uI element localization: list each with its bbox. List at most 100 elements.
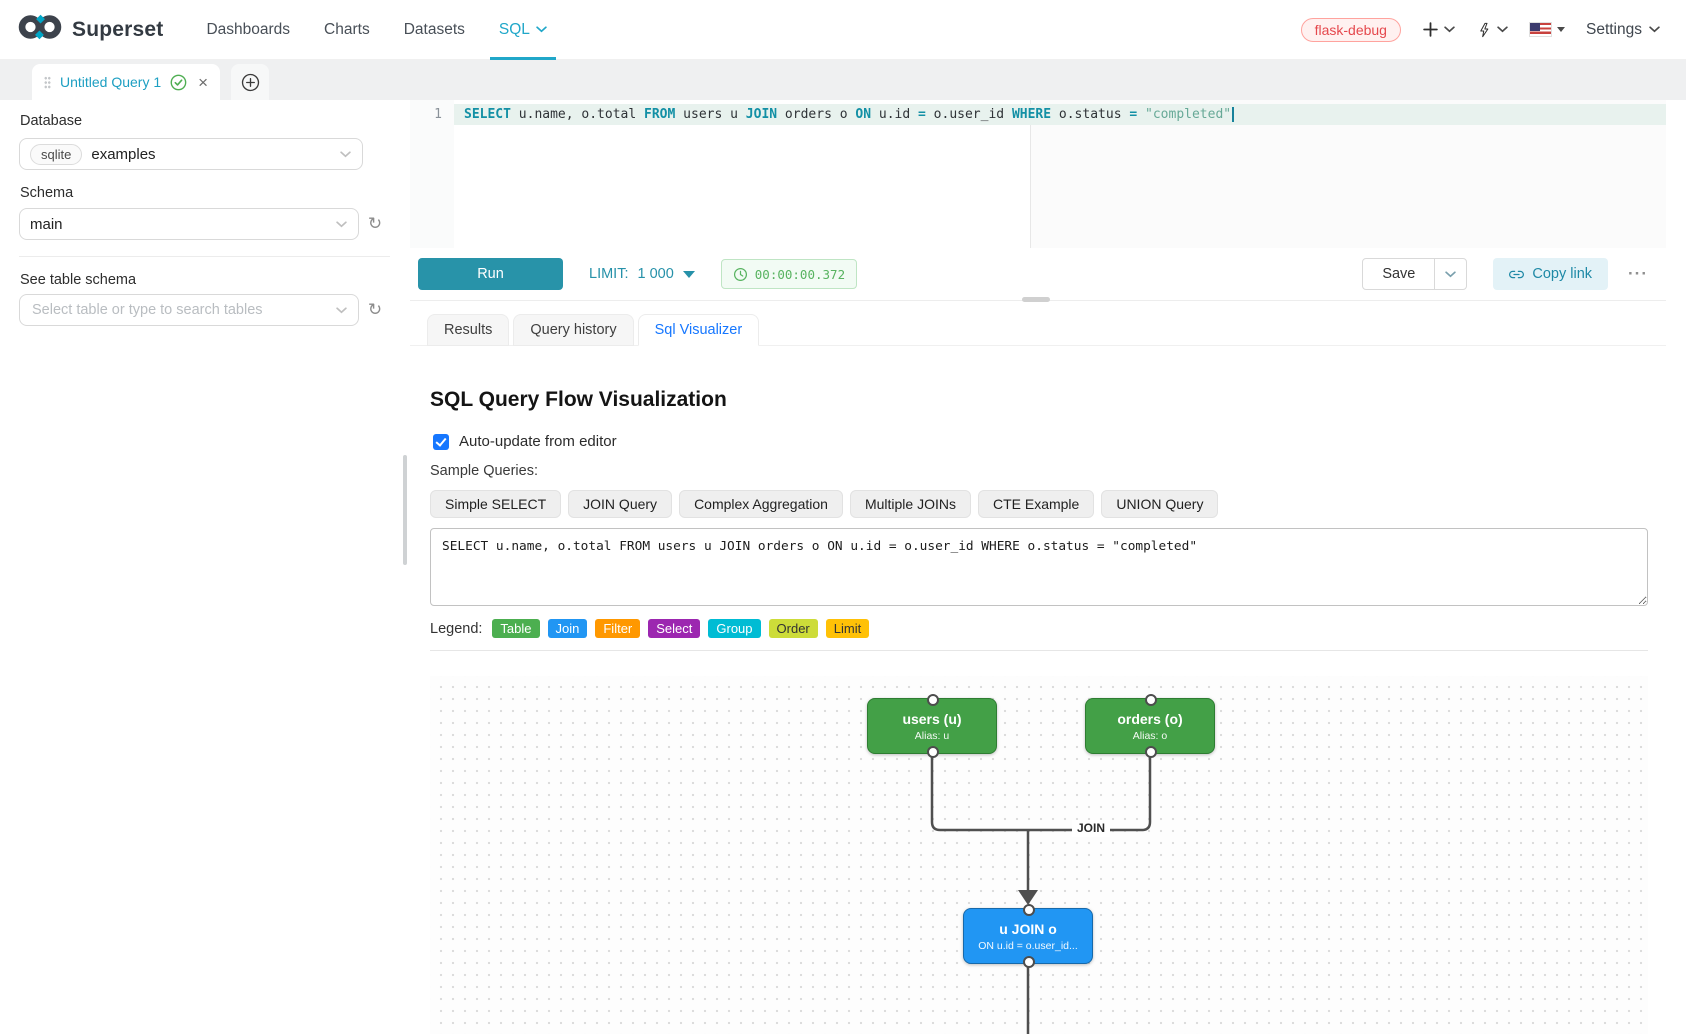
sample-queries-label: Sample Queries: [430,463,538,479]
node-subtitle: Alias: o [1132,729,1168,742]
nav-item-sql[interactable]: SQL [482,0,564,60]
tab-close-icon[interactable]: × [198,72,208,92]
navbar-right: flask-debug Settings [1300,17,1660,42]
query-search-menu[interactable] [1476,20,1508,40]
sidebar-resize-handle[interactable] [403,455,407,565]
legend-chip-filter: Filter [595,619,641,638]
sql-token: JOIN [745,107,778,122]
sql-token: = [918,107,926,122]
caret-down-icon [1556,27,1565,32]
legend-chip-order: Order [768,619,818,638]
limit-dropdown[interactable]: LIMIT: 1 000 [589,266,695,282]
tab-sql-visualizer[interactable]: Sql Visualizer [637,314,760,346]
main-nav: Dashboards Charts Datasets SQL [189,0,563,60]
query-timer: 00:00:00.372 [720,259,858,289]
auto-update-checkbox[interactable] [433,433,449,450]
database-value: examples [91,145,156,163]
nav-item-dashboards[interactable]: Dashboards [206,20,291,38]
save-split-button: Save [1362,258,1468,290]
sql-token: users u [675,107,746,122]
legend-divider [430,650,1648,651]
sql-token [1137,107,1145,122]
new-item-menu[interactable] [1422,21,1455,38]
sql-token: = [1129,107,1138,122]
sql-token: orders o [777,107,856,122]
chevron-down-icon [1444,26,1455,33]
copy-link-button[interactable]: Copy link [1493,258,1609,290]
sample-query-button[interactable]: Multiple JOINs [849,490,971,518]
node-port-bottom [1023,956,1035,968]
flow-node-orders[interactable]: orders (o)Alias: o [1085,694,1215,758]
copy-link-label: Copy link [1532,266,1593,282]
chevron-down-icon [1497,26,1508,33]
top-navbar: Superset Dashboards Charts Datasets SQL fla… [0,0,1686,60]
lightning-icon [1480,22,1489,37]
chevron-down-icon [536,26,547,33]
node-port-bottom [927,746,939,758]
sql-input[interactable]: SELECT u.name, o.total FROM users u JOIN… [430,528,1648,606]
circle-plus-icon [241,73,259,91]
legend-chip-limit: Limit [825,619,870,638]
join-edge-label: JOIN [1072,820,1111,837]
query-tab-title: Untitled Query 1 [59,74,162,90]
sql-token: o.user_id [925,107,1012,122]
language-picker[interactable] [1528,22,1565,37]
nav-item-datasets[interactable]: Datasets [403,20,465,38]
sql-token: WHERE [1011,107,1052,122]
save-button[interactable]: Save [1382,266,1416,282]
query-tab[interactable]: Untitled Query 1 × [32,64,220,100]
sql-token: FROM [644,107,676,122]
nav-item-charts[interactable]: Charts [324,20,370,38]
tab-query-history[interactable]: Query history [513,314,634,346]
brand[interactable]: Superset [18,12,163,47]
table-search-input[interactable] [30,301,328,319]
legend-label: Legend: [430,620,483,637]
query-saved-check-icon [170,74,187,90]
sql-editor[interactable]: 1 SELECT u.name, o.total FROM users u JO… [410,100,1666,249]
sample-query-button[interactable]: UNION Query [1101,490,1219,518]
pane-resize-handle[interactable] [1022,297,1050,302]
sql-token: u.id [871,107,919,122]
limit-value: 1 000 [637,266,674,282]
sample-query-button[interactable]: JOIN Query [568,490,673,518]
superset-logo-icon [18,12,62,47]
sample-query-button[interactable]: Complex Aggregation [679,490,843,518]
tab-results[interactable]: Results [427,314,510,346]
save-options-button[interactable] [1434,259,1466,289]
run-button[interactable]: Run [418,258,563,290]
line-number: 1 [434,107,442,122]
table-search-select[interactable] [19,294,359,326]
new-tab-button[interactable] [231,64,269,100]
timer-value: 00:00:00.372 [754,266,846,282]
more-options-button[interactable]: ··· [1628,264,1648,283]
caret-down-icon [682,270,695,278]
sql-code-line: SELECT u.name, o.total FROM users u JOIN… [464,107,1235,122]
tab-drag-handle-icon[interactable] [44,75,51,89]
table-refresh-icon[interactable]: ↻ [367,300,383,320]
sidebar-divider [19,256,390,257]
limit-label: LIMIT: [589,266,629,282]
settings-label: Settings [1585,20,1642,38]
sql-token: "completed" [1145,107,1232,122]
sample-query-button[interactable]: CTE Example [977,490,1095,518]
settings-menu[interactable]: Settings [1586,21,1660,39]
database-select[interactable]: sqlite examples [19,138,363,170]
legend-chip-select: Select [648,619,701,638]
legend-chip-join: Join [547,619,588,638]
flow-node-users[interactable]: users (u)Alias: u [867,694,997,758]
database-engine-badge: sqlite [30,143,83,165]
sample-query-button[interactable]: Simple SELECT [430,490,562,518]
sql-token: SELECT [464,107,511,122]
editor-toolbar: Run LIMIT: 1 000 00:00:00.372 Save Copy … [410,248,1666,300]
editor-active-line [410,104,1666,125]
editor-cursor [1232,107,1235,122]
schema-refresh-icon[interactable]: ↻ [367,214,383,234]
table-schema-label: See table schema [20,272,137,288]
node-title: users (u) [902,710,962,727]
flow-canvas[interactable]: JOIN users (u)Alias: u orders (o)Alias: o… [430,676,1648,1034]
schema-select[interactable]: main [19,208,359,240]
chevron-down-icon [1445,270,1457,277]
